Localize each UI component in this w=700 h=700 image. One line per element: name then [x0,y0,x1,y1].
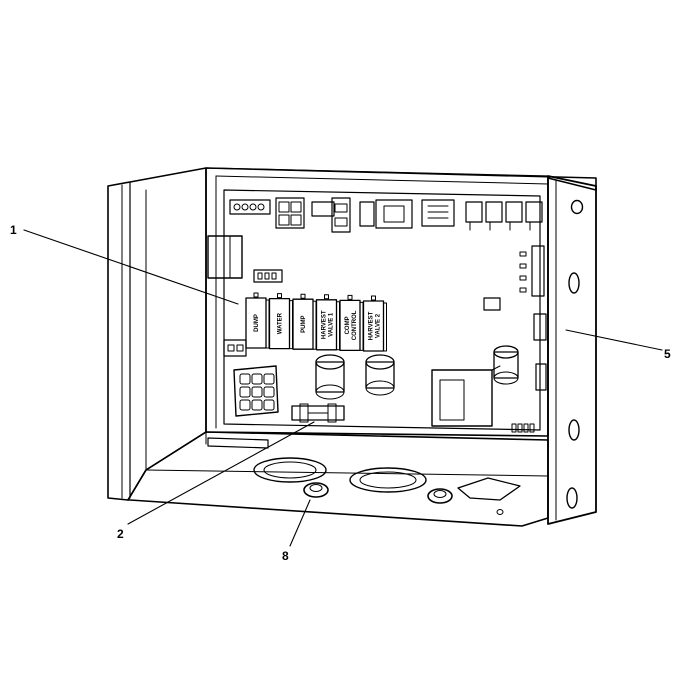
relay-label: COMPCONTROL [345,310,358,340]
callout-1: 1 [10,223,17,237]
leader-line-5 [565,329,663,351]
relay-5: COMPCONTROL [339,294,364,352]
relay-2: WATER [268,293,293,350]
transformer [431,365,501,427]
pin-header [531,245,545,297]
relay-6: HARVESTVALVE 2 [362,295,387,352]
power-connector [233,365,279,417]
relay-label: HARVESTVALVE 2 [369,311,382,340]
small-chip [483,297,501,311]
relay-4: HARVESTVALVE 1 [315,294,340,351]
grommet [303,482,329,498]
small-connector [253,269,283,283]
relay-label: HARVESTVALVE 1 [322,310,335,339]
relay-label: PUMP [301,316,307,333]
transformer-block [207,235,243,279]
capacitors [315,345,519,400]
relay-label: DUMP [254,314,260,332]
relay-label: WATER [278,312,284,334]
diodes [511,423,535,433]
relay-label-line2: CONTROL [352,310,358,340]
leader-line-2 [127,421,315,525]
callout-8: 8 [282,549,289,563]
mounting-holes [566,199,584,509]
relay-1: DUMP [245,292,270,349]
callouts: 1 2 5 8 [10,223,671,563]
leader-line-8 [289,499,311,547]
relay-label-line1: HARVEST [322,310,328,339]
relay-label-line2: VALVE 2 [376,313,382,338]
callout-2: 2 [117,527,124,541]
callout-5: 5 [664,347,671,361]
leader-line-1 [23,229,239,305]
enclosure [107,167,597,527]
two-pin-connector [223,339,247,357]
floor-features [207,437,521,515]
top-connectors [229,197,543,233]
relay-3: PUMP [292,293,317,350]
relay-label-line1: HARVEST [369,311,375,340]
fuse-holder [291,403,345,423]
relay-label-line1: COMP [345,316,351,334]
relay-label-line2: VALVE 1 [329,312,335,337]
